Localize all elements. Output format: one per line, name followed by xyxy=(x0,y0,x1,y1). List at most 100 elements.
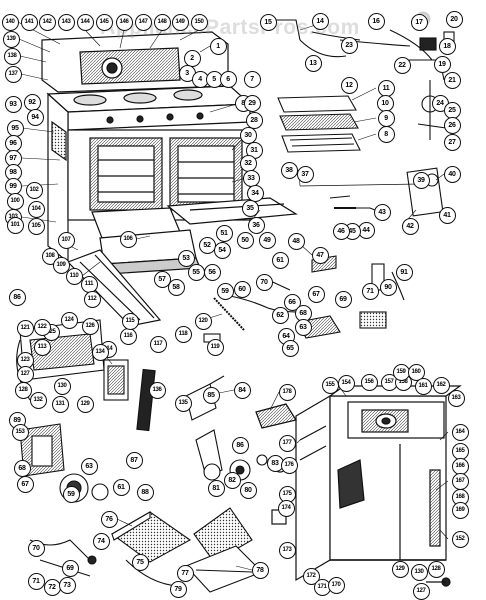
callout-number: 22 xyxy=(393,56,411,74)
callout-number: 173 xyxy=(278,541,296,559)
callout-number: 60 xyxy=(233,280,251,298)
callout-number: 67 xyxy=(16,475,34,493)
callout-number: 143 xyxy=(57,13,75,31)
callout-number: 29 xyxy=(243,94,261,112)
callout-number: 172 xyxy=(302,567,320,585)
callout-number: 1 xyxy=(209,37,227,55)
callout-number: 50 xyxy=(236,231,254,249)
callout-number: 78 xyxy=(251,561,269,579)
callout-number: 178 xyxy=(278,383,296,401)
burner-parts xyxy=(110,375,268,593)
callout-number: 102 xyxy=(25,181,43,199)
callout-number: 61 xyxy=(112,478,130,496)
callout-number: 48 xyxy=(287,232,305,250)
callout-number: 18 xyxy=(438,37,456,55)
callout-number: 85 xyxy=(202,386,220,404)
callout-number: 138 xyxy=(3,47,21,65)
callout-number: 167 xyxy=(451,472,469,490)
callout-number: 120 xyxy=(194,312,212,330)
callout-number: 15 xyxy=(259,13,277,31)
callout-number: 91 xyxy=(395,263,413,281)
callout-number: 105 xyxy=(27,217,45,235)
callout-number: 75 xyxy=(131,553,149,571)
callout-number: 70 xyxy=(27,539,45,557)
callout-number: 27 xyxy=(443,133,461,151)
callout-number: 170 xyxy=(327,576,345,594)
callout-number: 42 xyxy=(401,217,419,235)
callout-number: 110 xyxy=(65,267,83,285)
range-body xyxy=(41,31,298,327)
callout-number: 112 xyxy=(83,290,101,308)
callout-number: 59 xyxy=(216,282,234,300)
callout-number: 109 xyxy=(52,256,70,274)
callout-number: 8 xyxy=(377,125,395,143)
callout-number: 49 xyxy=(258,231,276,249)
callout-number: 76 xyxy=(100,510,118,528)
callout-number: 128 xyxy=(14,381,32,399)
callout-number: 37 xyxy=(296,165,314,183)
callout-number: 10 xyxy=(376,94,394,112)
callout-number: 73 xyxy=(58,576,76,594)
callout-number: 26 xyxy=(443,116,461,134)
callout-number: 153 xyxy=(11,423,29,441)
callout-number: 19 xyxy=(433,55,451,73)
callout-number: 69 xyxy=(61,559,79,577)
callout-number: 25 xyxy=(443,101,461,119)
callout-number: 141 xyxy=(20,13,38,31)
callout-number: 86 xyxy=(8,288,26,306)
callout-number: 40 xyxy=(443,165,461,183)
callout-number: 93 xyxy=(4,95,22,113)
callout-number: 132 xyxy=(29,391,47,409)
callout-number: 99 xyxy=(4,177,22,195)
callout-number: 165 xyxy=(451,442,469,460)
callout-number: 54 xyxy=(213,241,231,259)
callout-number: 16 xyxy=(367,12,385,30)
callout-number: 44 xyxy=(357,221,375,239)
callout-number: 122 xyxy=(33,318,51,336)
callout-number: 118 xyxy=(174,325,192,343)
callout-number: 57 xyxy=(153,270,171,288)
callout-number: 126 xyxy=(81,317,99,335)
callout-number: 101 xyxy=(6,216,24,234)
callout-number: 86 xyxy=(231,436,249,454)
callout-number: 121 xyxy=(16,319,34,337)
callout-number: 43 xyxy=(373,203,391,221)
callout-number: 52 xyxy=(198,236,216,254)
callout-number: 55 xyxy=(187,263,205,281)
callout-number: 145 xyxy=(95,13,113,31)
callout-number: 11 xyxy=(377,79,395,97)
callout-number: 116 xyxy=(119,327,137,345)
rear-cabinet xyxy=(255,385,462,587)
callout-number: 119 xyxy=(206,338,224,356)
callout-number: 146 xyxy=(115,13,133,31)
callout-number: 148 xyxy=(153,13,171,31)
callout-number: 127 xyxy=(412,582,430,600)
callout-number: 46 xyxy=(332,222,350,240)
callout-number: 137 xyxy=(4,65,22,83)
callout-number: 113 xyxy=(33,338,51,356)
callout-number: 12 xyxy=(340,76,358,94)
callout-number: 140 xyxy=(1,13,19,31)
callout-number: 156 xyxy=(360,373,378,391)
callout-number: 162 xyxy=(432,376,450,394)
callout-number: 58 xyxy=(167,278,185,296)
callout-number: 92 xyxy=(23,93,41,111)
callout-number: 38 xyxy=(280,161,298,179)
callout-number: 21 xyxy=(443,71,461,89)
callout-number: 59 xyxy=(62,485,80,503)
callout-number: 34 xyxy=(246,184,264,202)
callout-number: 7 xyxy=(243,70,261,88)
callout-number: 69 xyxy=(334,290,352,308)
callout-number: 71 xyxy=(361,282,379,300)
callout-number: 107 xyxy=(57,231,75,249)
callout-number: 131 xyxy=(51,395,69,413)
callout-number: 56 xyxy=(203,263,221,281)
callout-number: 70 xyxy=(255,273,273,291)
callout-number: 63 xyxy=(80,457,98,475)
broiler-parts xyxy=(276,19,455,153)
callout-number: 104 xyxy=(27,200,45,218)
callout-number: 68 xyxy=(13,459,31,477)
callout-number: 149 xyxy=(171,13,189,31)
